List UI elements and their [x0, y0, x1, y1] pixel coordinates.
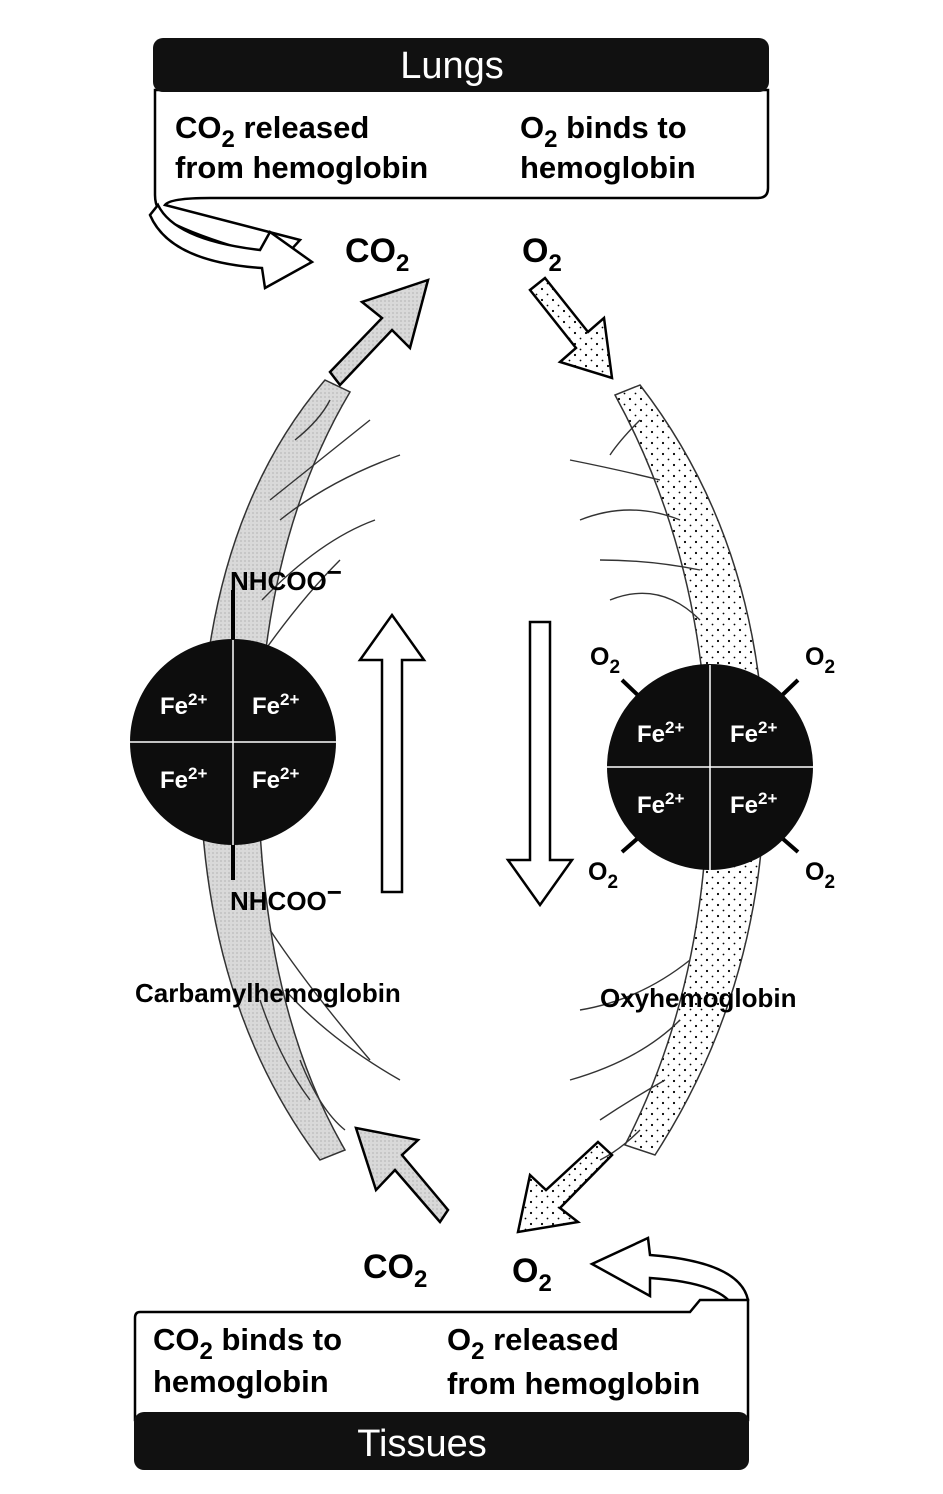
- oxy-ligand-tr: O2: [805, 643, 835, 678]
- tissues-note-right-line1: O2 released: [447, 1322, 619, 1365]
- lungs-box: Lungs CO2 released from hemoglobin O2 bi…: [153, 38, 770, 264]
- carbamylhemoglobin-label: Carbamylhemoglobin: [135, 978, 401, 1008]
- tissues-note-left-line1: CO2 binds to: [153, 1322, 342, 1365]
- oxy-fe-bl: Fe2+: [637, 789, 684, 819]
- tissues-box: Tissues CO2 binds to hemoglobin O2 relea…: [133, 1298, 750, 1470]
- lungs-note-right-line2: hemoglobin: [520, 150, 696, 185]
- carbamyl-fe-bl: Fe2+: [160, 764, 207, 794]
- oxy-fe-tr: Fe2+: [730, 718, 777, 748]
- tissues-note-left-line2: hemoglobin: [153, 1364, 329, 1399]
- o2-inhale-arrow: [528, 276, 614, 380]
- carbamyl-fe-br: Fe2+: [252, 764, 299, 794]
- right-vessel-branches: [569, 419, 701, 1161]
- co2-tissues-label: CO2: [363, 1248, 427, 1293]
- co2-uptake-arrow: [354, 1126, 450, 1225]
- oxy-fe-br: Fe2+: [730, 789, 777, 819]
- lungs-header-bar: [153, 38, 769, 92]
- co2-lungs-label: CO2: [345, 232, 409, 277]
- lungs-release-arrow: [148, 202, 315, 290]
- tissues-header-bar: [134, 1412, 749, 1470]
- down-conversion-arrow: [505, 620, 575, 908]
- lungs-note-right-line1: O2 binds to: [520, 110, 687, 153]
- co2-exhale-arrow: [328, 278, 430, 387]
- lungs-note-left-line1: CO2 released: [175, 110, 369, 153]
- up-conversion-arrow: [357, 612, 427, 894]
- lungs-note-left-line2: from hemoglobin: [175, 150, 428, 185]
- tissues-release-arrow: [589, 1236, 750, 1313]
- oxyhemoglobin-label: Oxyhemoglobin: [600, 983, 796, 1013]
- carbamyl-fe-tr: Fe2+: [252, 690, 299, 720]
- carbamyl-group-top: NHCOO−: [230, 557, 342, 596]
- oxy-fe-tl: Fe2+: [637, 718, 684, 748]
- tissues-note-right-line2: from hemoglobin: [447, 1366, 700, 1401]
- lungs-header: Lungs: [400, 45, 504, 87]
- carbamyl-group-bottom: NHCOO−: [230, 877, 342, 916]
- oxyhemoglobin-molecule: Fe2+ Fe2+ Fe2+ Fe2+ O2 O2 O2 O2: [588, 643, 835, 893]
- tissues-header: Tissues: [357, 1423, 487, 1465]
- left-vessel: [199, 379, 352, 1161]
- o2-delivery-arrow: [516, 1140, 614, 1234]
- carbamyl-fe-tl: Fe2+: [160, 690, 207, 720]
- oxy-ligand-br: O2: [805, 858, 835, 893]
- o2-lungs-label: O2: [522, 232, 562, 277]
- oxy-ligand-bl: O2: [588, 858, 618, 893]
- oxy-ligand-tl: O2: [590, 643, 620, 678]
- right-vessel: [613, 384, 766, 1156]
- o2-tissues-label: O2: [512, 1252, 552, 1297]
- tissues-box-outline: [133, 1298, 750, 1422]
- carbamylhemoglobin-molecule: Fe2+ Fe2+ Fe2+ Fe2+ NHCOO− NHCOO−: [130, 557, 342, 916]
